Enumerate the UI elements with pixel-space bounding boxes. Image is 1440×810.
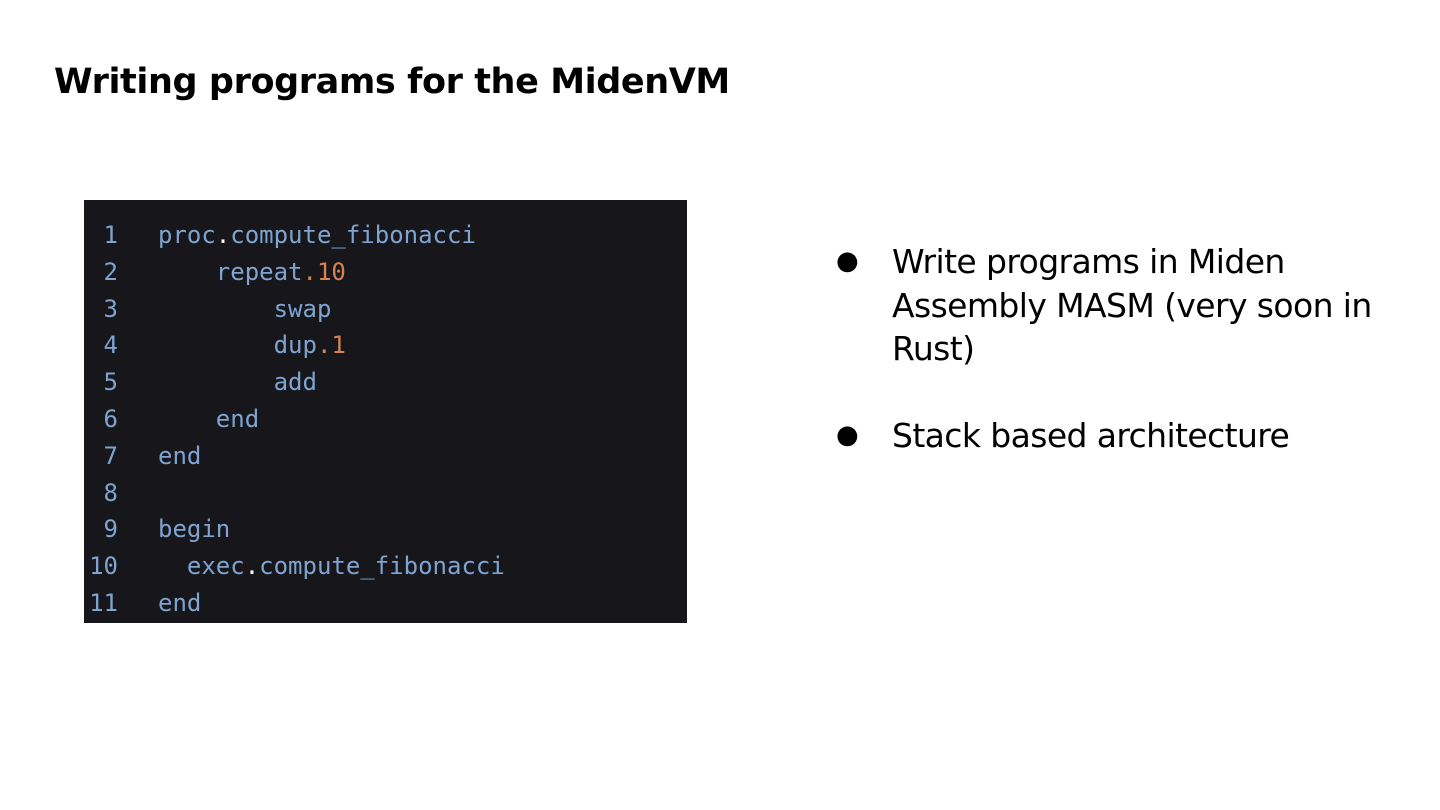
code-text: end: [158, 438, 201, 475]
code-line: 10 exec.compute_fibonacci: [84, 548, 687, 585]
bullet-item: ● Stack based architecture: [836, 414, 1396, 458]
line-number: 5: [103, 368, 118, 397]
code-line: 9 begin: [84, 511, 687, 548]
code-indent: [158, 368, 274, 396]
code-text: repeat.10: [158, 254, 346, 291]
code-token: end: [158, 588, 202, 617]
code-text: swap: [158, 291, 332, 328]
code-token: dup: [273, 331, 317, 360]
code-text: end: [158, 401, 259, 438]
code-token: end: [158, 441, 202, 470]
line-number: 7: [103, 441, 118, 470]
code-token: swap: [273, 294, 332, 323]
line-number: 9: [103, 515, 118, 544]
bullet-text: Stack based architecture: [892, 415, 1290, 455]
code-token: end: [215, 404, 260, 433]
line-number: 6: [103, 404, 118, 433]
bullet-marker: ●: [836, 246, 859, 276]
code-line: 4 dup.1: [84, 327, 687, 364]
bullet-marker: ●: [836, 419, 859, 450]
code-line: 2 repeat.10: [84, 254, 687, 291]
code-line: 5 add: [84, 364, 687, 401]
code-indent: [158, 552, 187, 580]
code-token: .10: [302, 257, 346, 286]
code-token: add: [273, 368, 317, 397]
code-text: dup.1: [158, 327, 346, 364]
code-indent: [158, 405, 216, 433]
code-text: proc.compute_fibonacci: [158, 217, 476, 254]
code-line: 11 end: [84, 585, 687, 622]
code-token: .: [244, 552, 260, 581]
code-token: begin: [158, 515, 231, 544]
line-number: 11: [89, 588, 118, 617]
code-text: begin: [158, 511, 230, 548]
line-number: 4: [103, 331, 118, 360]
bullet-list: ● Write programs in Miden Assembly MASM (…: [836, 240, 1396, 457]
code-line: 6 end: [84, 401, 687, 438]
code-indent: [158, 295, 274, 323]
code-text: exec.compute_fibonacci: [158, 548, 505, 585]
line-number: 10: [89, 552, 118, 581]
line-number: 1: [103, 221, 118, 249]
code-token: .1: [316, 331, 346, 360]
line-number: 2: [103, 257, 118, 286]
code-token: .: [215, 221, 231, 249]
code-line: 3 swap: [84, 291, 687, 328]
slide-title: Writing programs for the MidenVM: [54, 62, 730, 102]
code-token: compute_fibonacci: [259, 552, 505, 581]
bullet-text: Write programs in Miden Assembly MASM (v…: [892, 242, 1372, 368]
code-token: exec: [186, 552, 245, 581]
code-indent: [158, 331, 274, 359]
bullet-item: ● Write programs in Miden Assembly MASM (…: [836, 240, 1396, 371]
line-number: 8: [103, 478, 118, 507]
code-line: 1 proc.compute_fibonacci: [84, 217, 687, 254]
code-line: 8: [84, 475, 687, 512]
code-token: compute_fibonacci: [230, 221, 476, 249]
code-indent: [158, 258, 216, 286]
line-number: 3: [103, 294, 118, 323]
code-line: 7 end: [84, 438, 687, 475]
code-token: proc: [158, 221, 216, 249]
code-text: end: [158, 585, 201, 622]
code-text: add: [158, 364, 317, 401]
code-token: repeat: [215, 257, 303, 286]
